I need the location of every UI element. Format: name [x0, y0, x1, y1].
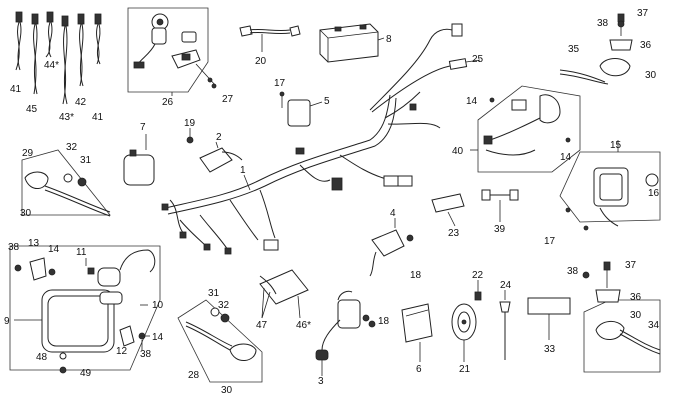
- part-number-30-left: 30: [20, 208, 32, 219]
- part-number-39: 39: [494, 224, 506, 235]
- part-number-24: 24: [500, 280, 512, 291]
- part-number-17-right: 17: [544, 236, 556, 247]
- part-number-23: 23: [448, 228, 460, 239]
- front-turn-signal-left: [21, 149, 111, 217]
- part-number-28: 28: [188, 370, 200, 381]
- part-number-1: 1: [240, 165, 246, 176]
- part-number-44: 44*: [44, 60, 59, 71]
- part-number-27: 27: [222, 94, 234, 105]
- part-number-32-right: 32: [218, 300, 230, 311]
- part-number-30-top-right: 30: [645, 70, 657, 81]
- battery: [319, 23, 385, 63]
- part-number-48: 48: [36, 352, 48, 363]
- part-number-20: 20: [255, 56, 267, 67]
- rear-harness-assembly: [470, 85, 581, 173]
- part-number-37-lower: 37: [625, 260, 637, 271]
- part-number-38-lower: 38: [567, 266, 579, 277]
- part-number-42: 42: [75, 97, 87, 108]
- sensor-wire: [259, 269, 309, 319]
- regulator-rectifier: [186, 128, 243, 173]
- horn: [451, 280, 482, 362]
- part-number-16: 16: [648, 188, 660, 199]
- part-number-26: 26: [162, 97, 174, 108]
- part-number-47: 47: [256, 320, 268, 331]
- part-number-15: 15: [610, 140, 622, 151]
- fuse-holder: [369, 23, 481, 113]
- part-number-31-right: 31: [208, 288, 220, 299]
- pickup-sensor: [369, 218, 414, 277]
- part-number-30-lower-right: 30: [630, 310, 642, 321]
- rubber-strip: [527, 297, 571, 340]
- cable-tie: [499, 290, 511, 360]
- tail-light: [559, 140, 661, 231]
- part-number-4: 4: [390, 208, 396, 219]
- part-number-36-top: 36: [640, 40, 652, 51]
- short-cable: [481, 189, 519, 222]
- battery-cable: [239, 25, 301, 52]
- part-number-5: 5: [324, 96, 330, 107]
- rear-turn-signal-upper: [559, 13, 633, 85]
- part-number-41-left: 41: [10, 84, 22, 95]
- part-number-3: 3: [318, 376, 324, 387]
- part-number-34: 34: [648, 320, 660, 331]
- part-number-14-left: 14: [48, 244, 60, 255]
- part-number-38-headlight: 38: [140, 349, 152, 360]
- front-turn-signal-right: [177, 299, 263, 383]
- part-number-40: 40: [452, 146, 464, 157]
- part-number-19: 19: [184, 118, 196, 129]
- buzzer: [123, 134, 155, 186]
- part-number-18-lower: 18: [378, 316, 390, 327]
- part-number-8: 8: [386, 34, 392, 45]
- ignition-coil: [315, 290, 376, 376]
- part-number-21: 21: [459, 364, 471, 375]
- part-number-14-right: 14: [560, 152, 572, 163]
- part-number-14-top-right: 14: [466, 96, 478, 107]
- part-number-29: 29: [22, 148, 34, 159]
- part-number-30-bottom: 30: [221, 385, 233, 396]
- rear-turn-signal-lower: [582, 261, 661, 373]
- part-number-13: 13: [28, 238, 40, 249]
- main-wiring-harness: [161, 91, 441, 255]
- flasher-relay: [279, 91, 323, 127]
- bulb-socket-set: [15, 11, 102, 105]
- part-number-33: 33: [544, 344, 556, 355]
- ignition-switch-assembly: [127, 7, 217, 96]
- part-number-45: 45: [26, 104, 38, 115]
- cdi-unit: [401, 303, 433, 362]
- part-number-41-right: 41: [92, 112, 104, 123]
- part-number-49: 49: [80, 368, 92, 379]
- part-number-38-left: 38: [8, 242, 20, 253]
- part-number-12: 12: [116, 346, 128, 357]
- part-number-10: 10: [152, 300, 164, 311]
- part-number-25: 25: [472, 54, 484, 65]
- part-number-35: 35: [568, 44, 580, 55]
- part-number-31-left: 31: [80, 155, 92, 166]
- part-number-17-top: 17: [274, 78, 286, 89]
- fuse: [431, 193, 465, 227]
- part-number-14-headlight: 14: [152, 332, 164, 343]
- part-number-22: 22: [472, 270, 484, 281]
- part-number-36-lower: 36: [630, 292, 642, 303]
- part-number-18-upper: 18: [410, 270, 422, 281]
- headlight-assembly: [9, 245, 161, 374]
- part-number-6: 6: [416, 364, 422, 375]
- part-number-46: 46*: [296, 320, 311, 331]
- part-number-37-top: 37: [637, 8, 649, 19]
- part-number-7: 7: [140, 122, 146, 133]
- part-number-11: 11: [76, 247, 87, 258]
- part-number-43: 43*: [59, 112, 74, 123]
- part-number-38-top: 38: [597, 18, 609, 29]
- part-number-2: 2: [216, 132, 222, 143]
- part-number-9: 9: [4, 316, 10, 327]
- part-number-32-left: 32: [66, 142, 78, 153]
